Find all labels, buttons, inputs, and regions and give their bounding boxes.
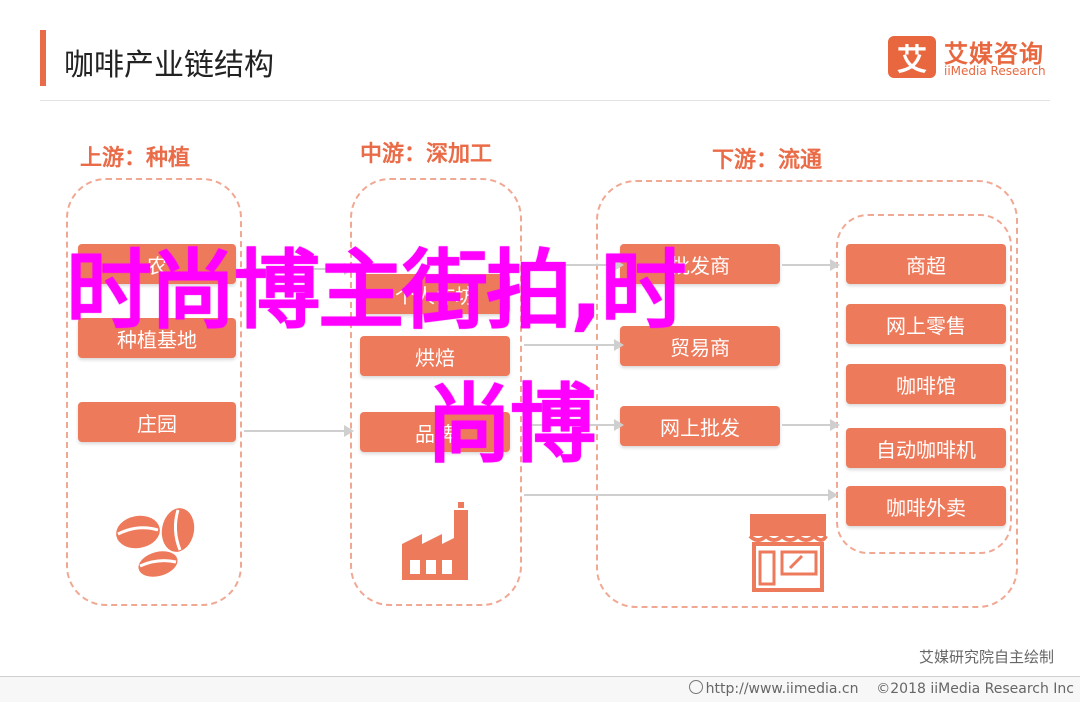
midstream-panel [350, 178, 522, 606]
overlay-text-line-2: 尚博 [426, 375, 596, 475]
arrow-head-4 [614, 339, 624, 351]
downstream-item-trader: 贸易商 [620, 326, 780, 366]
midstream-title: 中游：深加工 [360, 142, 493, 167]
arrow-mid-to-down-1 [524, 264, 614, 266]
arrow-up-to-mid-1 [244, 268, 344, 270]
title-accent-bar [40, 30, 46, 86]
arrow-head-6 [828, 489, 838, 501]
retail-item-delivery: 咖啡外卖 [846, 486, 1006, 526]
arrow-mid-to-down-3 [524, 424, 614, 426]
midstream-item-brand: 品牌 [360, 412, 510, 452]
downstream-item-wholesaler: 批发商 [620, 244, 780, 284]
downstream-panel [596, 180, 1018, 608]
upstream-title: 上游：种植 [80, 146, 191, 171]
coffee-bean-icon [116, 508, 195, 577]
storefront-icon [748, 514, 828, 592]
arrow-head-7 [830, 259, 840, 271]
arrow-head-8 [830, 419, 840, 431]
downstream-retail-panel [836, 214, 1012, 554]
overlay-text-line-1: 时尚博主街拍,时 [66, 241, 687, 341]
arrow-wholesale-to-retail-1 [782, 264, 836, 266]
arrow-head-3 [614, 259, 624, 271]
upstream-item-estate: 庄园 [78, 402, 236, 442]
header-divider [40, 100, 1050, 101]
page-title: 咖啡产业链结构 [64, 48, 274, 83]
arrow-mid-to-down-2 [524, 344, 614, 346]
retail-item-online-retail: 网上零售 [846, 304, 1006, 344]
retail-item-cafe: 咖啡馆 [846, 364, 1006, 404]
globe-icon [688, 680, 703, 694]
factory-icon [402, 502, 468, 580]
arrow-up-to-mid-2 [244, 430, 344, 432]
logo-chinese-name: 艾媒咨询 [944, 40, 1044, 68]
footer-text: http://www.iimedia.cn ©2018 iiMedia Rese… [688, 680, 1074, 697]
midstream-item-workshop: 个人作坊 [360, 274, 510, 314]
arrow-head-2 [344, 425, 354, 437]
downstream-title: 下游：流通 [712, 148, 823, 173]
upstream-item-plantation: 种植基地 [78, 318, 236, 358]
arrow-wholesale-to-retail-2 [782, 424, 836, 426]
source-note: 艾媒研究院自主绘制 [918, 648, 1054, 666]
arrow-head-5 [614, 419, 624, 431]
retail-item-supermarket: 商超 [846, 244, 1006, 284]
footer-url[interactable]: http://www.iimedia.cn [705, 681, 859, 697]
footer-copyright: ©2018 iiMedia Research Inc [876, 681, 1074, 697]
retail-item-vending-machine: 自动咖啡机 [846, 428, 1006, 468]
footer-divider [0, 676, 1080, 677]
downstream-item-online-wholesale: 网上批发 [620, 406, 780, 446]
upstream-item-farm: 农 [78, 244, 236, 284]
iimedia-logo-mark: 艾 [888, 36, 936, 78]
midstream-item-roasting: 烘焙 [360, 336, 510, 376]
arrow-mid-to-retail [524, 494, 828, 496]
upstream-panel [66, 178, 242, 606]
footer-bar [0, 676, 1080, 702]
logo-english-name: iiMedia Research [944, 64, 1046, 78]
arrow-head-1 [344, 263, 354, 275]
